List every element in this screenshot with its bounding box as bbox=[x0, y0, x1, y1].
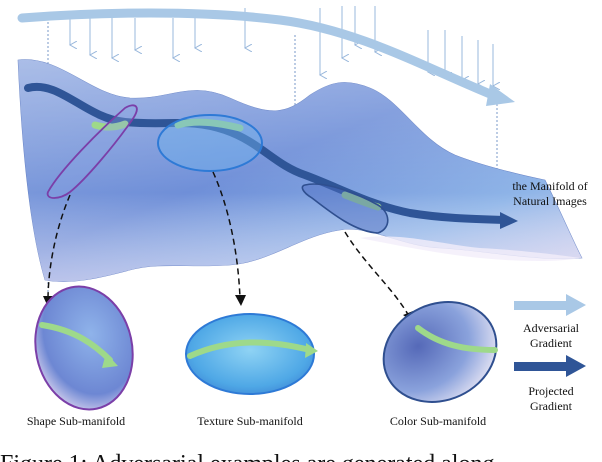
figure-caption: Figure 1: Adversarial examples are gener… bbox=[0, 451, 494, 462]
adversarial-label-line1: Adversarial bbox=[523, 321, 580, 335]
manifold-label-line2: Natural Images bbox=[513, 194, 587, 208]
texture-submanifold-zoom bbox=[185, 313, 318, 395]
projected-path-head bbox=[500, 212, 518, 229]
texture-submanifold-region bbox=[157, 114, 263, 172]
adversarial-label-line2: Gradient bbox=[530, 336, 573, 350]
projected-label-line2: Gradient bbox=[530, 399, 573, 413]
projected-label-line1: Projected bbox=[528, 384, 573, 398]
shape-submanifold-zoom bbox=[34, 285, 134, 411]
projected-path bbox=[24, 82, 509, 224]
shape-submanifold-region bbox=[46, 104, 138, 199]
legend-adversarial-arrow bbox=[514, 294, 586, 316]
adversarial-path bbox=[17, 8, 500, 101]
dashed-connectors bbox=[47, 171, 411, 319]
texture-submanifold-label: Texture Sub-manifold bbox=[197, 414, 302, 428]
shape-submanifold-label: Shape Sub-manifold bbox=[27, 414, 125, 428]
color-submanifold-region bbox=[301, 183, 389, 234]
color-submanifold-label: Color Sub-manifold bbox=[390, 414, 486, 428]
manifold-label-line1: the Manifold of bbox=[512, 179, 587, 193]
adversarial-path-head bbox=[486, 84, 515, 106]
legend-projected-arrow bbox=[514, 355, 586, 377]
color-submanifold-zoom bbox=[382, 301, 498, 403]
